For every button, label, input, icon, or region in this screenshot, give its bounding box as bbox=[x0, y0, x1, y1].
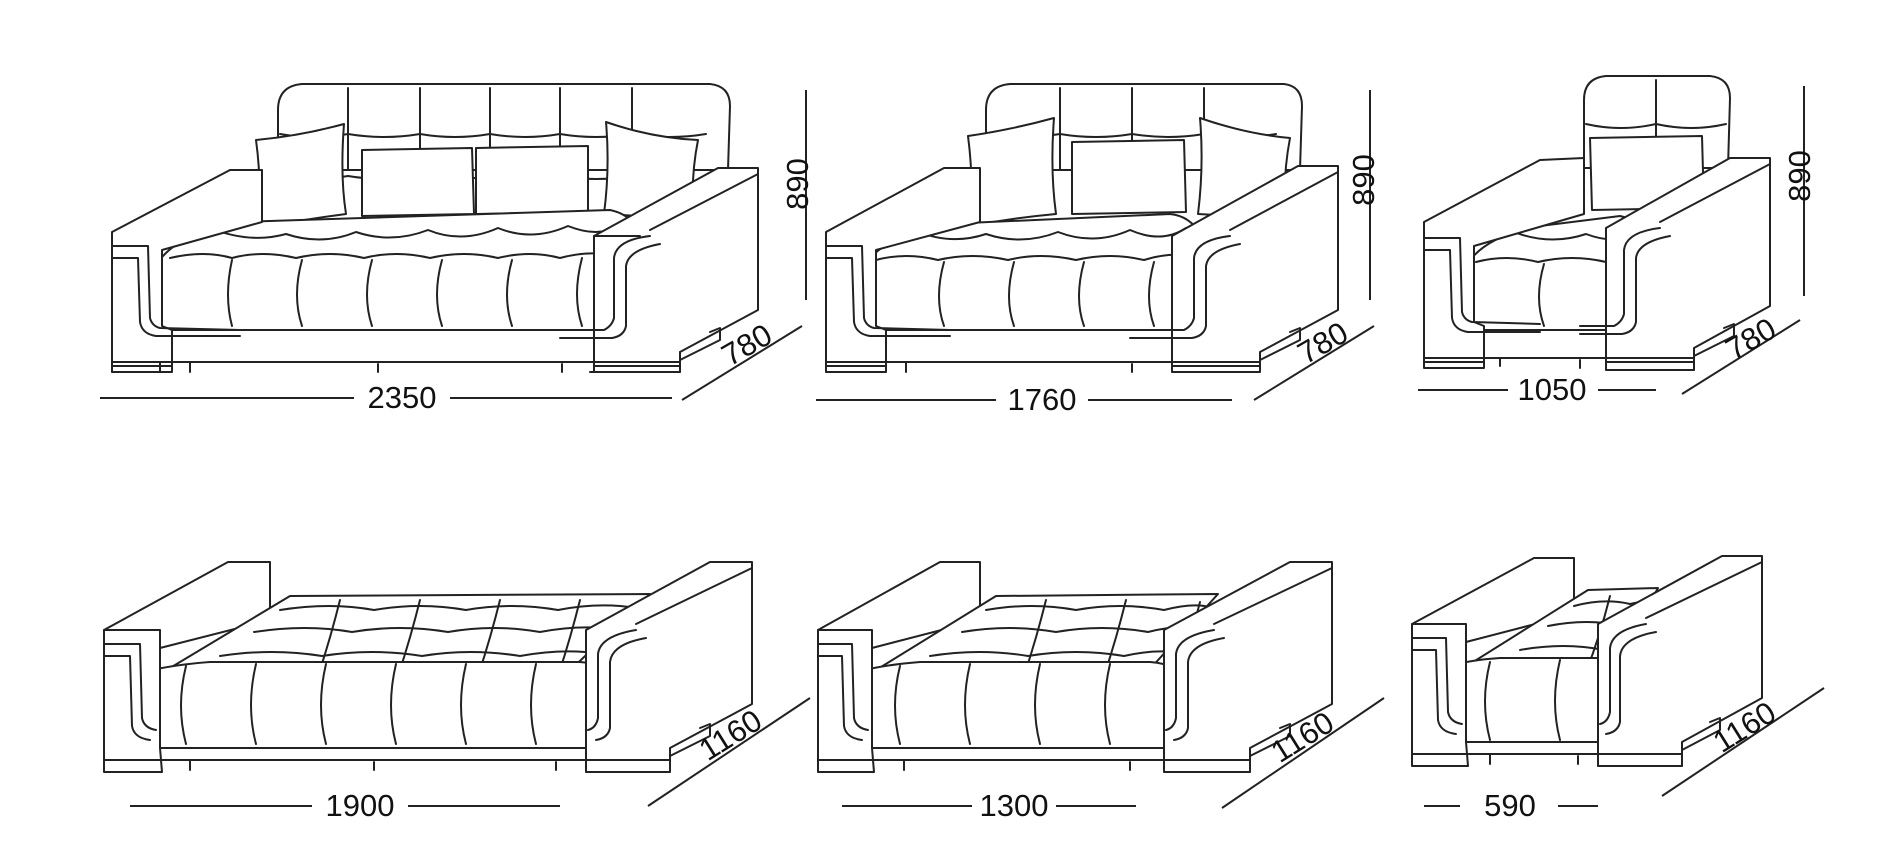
dimension-label: 890 bbox=[1346, 154, 1381, 206]
base-line bbox=[103, 723, 711, 771]
armrest-left-trim bbox=[111, 245, 241, 337]
seat-front-tufting bbox=[894, 663, 1111, 745]
dimension-label: 1760 bbox=[1008, 382, 1077, 417]
armrest-right-trim bbox=[1579, 163, 1771, 335]
pillow bbox=[361, 147, 475, 217]
armchair-open bbox=[1411, 555, 1763, 767]
dimension-label: 590 bbox=[1484, 788, 1536, 823]
seat-front-tufting bbox=[180, 663, 537, 745]
armrest-right bbox=[1605, 157, 1771, 371]
dimension-label: 1050 bbox=[1518, 372, 1587, 407]
armrest-right-trim bbox=[587, 567, 753, 741]
sofa-medium-open bbox=[817, 561, 1333, 773]
pillow bbox=[475, 145, 589, 215]
sofa-large-closed bbox=[111, 83, 759, 373]
seat-tufting bbox=[169, 225, 619, 327]
seat-front bbox=[821, 661, 1191, 749]
armrest-right-trim bbox=[1165, 567, 1333, 741]
pillow bbox=[255, 123, 347, 229]
armchair-closed bbox=[1423, 75, 1771, 371]
armrest-right-trim bbox=[1129, 171, 1339, 339]
dimension-label: 1900 bbox=[326, 788, 395, 823]
armrest-left-trim bbox=[103, 643, 157, 741]
dimension-height: 890 bbox=[1346, 90, 1381, 300]
armrest-left bbox=[817, 629, 875, 773]
sofa-large-open bbox=[103, 561, 753, 773]
dimension-label: 2350 bbox=[368, 380, 437, 415]
dimension-label: 1300 bbox=[980, 788, 1049, 823]
base-line bbox=[1411, 717, 1721, 765]
armrest-right-trim bbox=[559, 173, 759, 339]
armrest-left bbox=[103, 629, 163, 773]
armrest-right bbox=[1597, 555, 1763, 767]
dimension-width: 590 bbox=[1424, 788, 1598, 823]
pillow bbox=[967, 117, 1057, 227]
seat-front-tufting bbox=[1484, 659, 1561, 741]
base-line bbox=[1423, 323, 1735, 369]
base-line bbox=[825, 327, 1301, 373]
armrest-left-trim bbox=[817, 643, 869, 741]
seat-tufting bbox=[875, 227, 1191, 327]
dimension-label: 890 bbox=[1782, 150, 1817, 202]
legs bbox=[111, 327, 721, 367]
armrest-left-trim bbox=[825, 245, 951, 337]
dimension-width: 1900 bbox=[130, 788, 560, 823]
dimension-label: 890 bbox=[780, 158, 815, 210]
dimension-height: 890 bbox=[1782, 86, 1817, 296]
sofa-medium-closed bbox=[825, 83, 1339, 373]
dimension-width: 2350 bbox=[100, 380, 672, 415]
base-line bbox=[817, 723, 1291, 771]
armrest-left-trim bbox=[1411, 637, 1463, 735]
pillow bbox=[1071, 139, 1187, 215]
armrest-left-trim bbox=[1423, 237, 1541, 333]
dimension-width: 1300 bbox=[842, 788, 1136, 823]
mattress-tufting bbox=[219, 599, 637, 677]
dimension-height: 890 bbox=[780, 90, 815, 300]
dimension-width: 1760 bbox=[816, 382, 1232, 417]
armrest-left bbox=[1411, 623, 1469, 767]
dimension-width: 1050 bbox=[1418, 372, 1656, 407]
armrest-right-trim bbox=[1599, 561, 1763, 735]
